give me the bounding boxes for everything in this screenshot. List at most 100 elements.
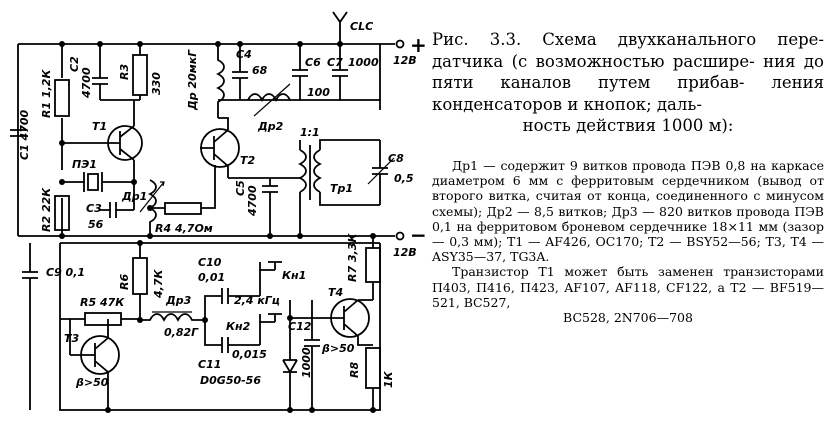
resistor-r7: [365, 247, 381, 283]
quartz-pe1: [62, 172, 134, 192]
r4-label: R4 4,7Ом: [155, 222, 213, 235]
c2-value: 4700: [80, 67, 93, 99]
c5-value: 4700: [246, 185, 259, 217]
c12-label: C12: [288, 320, 312, 333]
inductor-dr20: [215, 44, 225, 118]
beta1-label: β>50: [75, 376, 109, 389]
r6-label: R6: [118, 274, 131, 290]
resistor-r2: [54, 195, 70, 231]
r8-label: R8: [348, 362, 361, 378]
r8-value: 1К: [382, 370, 395, 388]
component-notes: Др1 — содержит 9 витков провода ПЭВ 0,8 …: [432, 158, 824, 325]
button-kn1: [259, 261, 282, 296]
r7-label: R7 3,3К: [346, 233, 359, 282]
capacitor-c12: [304, 300, 320, 410]
transistor-t3: [70, 335, 120, 375]
dr3-value: 0,82Г: [164, 326, 199, 339]
ratio-label: 1:1: [300, 126, 320, 139]
inductor-dr1: [139, 179, 165, 236]
notes-paragraph-1: Др1 — содержит 9 витков провода ПЭВ 0,8 …: [432, 158, 824, 265]
circuit-schematic: CLC + 12В − 12В C1 4700 R1 1,2К R2 22К C…: [10, 11, 427, 413]
pe1-label: ПЭ1: [72, 158, 97, 171]
kn2-label: Кн2: [226, 320, 251, 333]
capacitor-c8: [367, 140, 395, 205]
t3-label: T3: [64, 332, 80, 345]
minus-terminal: [395, 231, 405, 241]
antenna-symbol: [332, 11, 348, 44]
beta2-label: β>50: [321, 342, 355, 355]
mid-voltage-label: 12В: [393, 246, 417, 259]
t3-wire: [69, 319, 109, 410]
transistor-t1: [100, 125, 143, 161]
c1-label: C1 4700: [18, 109, 31, 160]
c4-label: C4: [236, 48, 252, 61]
dr2-label: Др2: [257, 120, 284, 133]
inductor-dr2: [247, 83, 291, 117]
r6-value: 4,7К: [152, 269, 165, 299]
c11-value: 0,015: [232, 348, 267, 361]
capacitor-c3: [100, 202, 134, 218]
r2-label: R2 22К: [40, 187, 53, 232]
antenna-label: CLC: [350, 20, 373, 33]
t4-wire: [357, 299, 373, 346]
c2-label: C2: [68, 56, 81, 72]
c4-value: 68: [252, 64, 268, 77]
top-voltage-label: 12В: [393, 54, 417, 67]
dr3-label: Др3: [165, 294, 192, 307]
capacitor-c1: [10, 129, 26, 137]
bottom-rail-wire: [59, 243, 381, 411]
c7-label: C7: [327, 56, 343, 69]
capacitor-c6: [292, 44, 308, 100]
capacitor-c2: [92, 44, 108, 100]
resistor-r5: [84, 312, 122, 326]
c10-value: 0,01: [198, 271, 225, 284]
diode-label: D0G50-56: [200, 374, 261, 387]
kn1-label: Кн1: [282, 269, 306, 282]
transistor-t2: [200, 128, 240, 168]
caption-line: ления конденсаторов и кнопок; даль-: [432, 73, 824, 114]
figure-caption: Рис. 3.3. Схема двухканального пере- дат…: [432, 29, 824, 137]
tp1-label: Тр1: [330, 182, 353, 195]
caption-line: ность действия 1000 м):: [522, 116, 734, 135]
notes-paragraph-3: BC528, 2N706—708: [563, 310, 693, 326]
c7-value: 1000: [348, 56, 379, 69]
transformer-tp1: [297, 139, 380, 236]
c10-label: C10: [198, 256, 222, 269]
capacitor-c9: [22, 243, 38, 410]
c3-value: 56: [88, 218, 104, 231]
capacitor-c11: [204, 320, 260, 353]
inductor-dr3: [140, 311, 205, 323]
c11-label: C11: [198, 358, 221, 371]
capacitor-c10: [204, 288, 260, 320]
resistor-r3: [132, 54, 148, 96]
button-kn2: [259, 313, 282, 345]
r3-label: R3: [118, 64, 131, 80]
caption-line: Рис. 3.3. Схема двухканального пере-: [432, 30, 824, 49]
diode-d0g50: [282, 300, 298, 410]
c6-value: 100: [307, 86, 330, 99]
dr20-label: Др 20мкГ: [186, 49, 199, 111]
r3-value: 330: [150, 72, 163, 95]
t2-wire: [218, 117, 229, 178]
c6-label: C6: [305, 56, 321, 69]
minus-sign: −: [410, 223, 427, 247]
caption-line: датчика (с возможностью расшире-: [432, 51, 755, 71]
c12-value: 1000: [300, 347, 313, 378]
resistor-r4: [164, 202, 202, 215]
c8-label: C8: [388, 152, 404, 165]
t2-label: T2: [240, 154, 256, 167]
resistor-r6: [132, 257, 148, 295]
t1-label: T1: [92, 120, 107, 133]
caption-line: ния до пяти каналов путем прибав-: [432, 51, 824, 93]
transistor-t4: [290, 298, 370, 338]
notes-paragraph-2: Транзистор Т1 может быть заменен транзис…: [432, 264, 824, 310]
r1-label: R1 1,2К: [40, 69, 53, 118]
r5-label: R5 47К: [80, 296, 125, 309]
c8-value: 0,5: [394, 172, 414, 185]
plus-terminal: [395, 39, 405, 49]
capacitor-c5: [228, 177, 300, 236]
plus-sign: +: [410, 33, 427, 57]
capacitor-c7: [300, 44, 381, 110]
dr1-label: Др1: [121, 190, 147, 203]
f1-label: 2,4 кГц: [234, 294, 280, 307]
